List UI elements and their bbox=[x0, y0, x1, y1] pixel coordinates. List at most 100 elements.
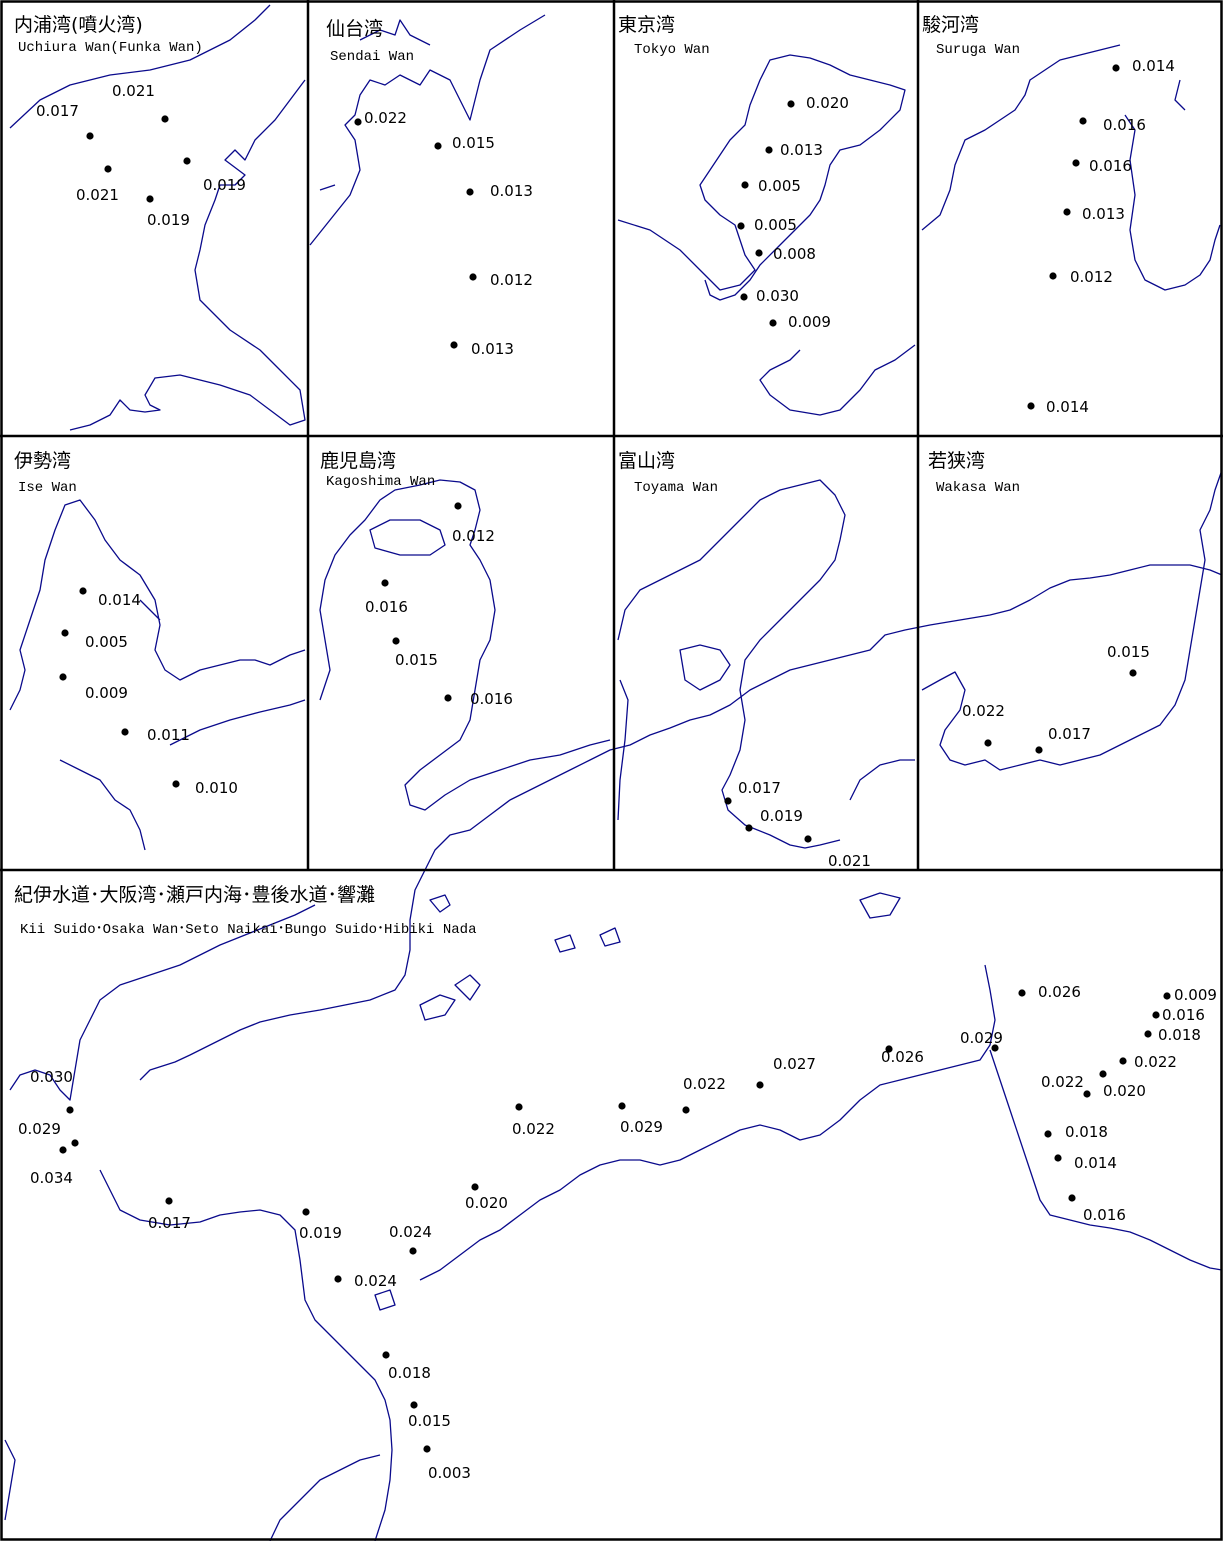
station-dot-seto-14 bbox=[1044, 1130, 1052, 1138]
station-value-seto-15: 0.029 bbox=[18, 1120, 61, 1138]
station-dot-seto-21 bbox=[409, 1247, 417, 1255]
station-value-uchiura-2: 0.019 bbox=[203, 176, 246, 194]
station-value-wakasa-2: 0.017 bbox=[1048, 725, 1091, 743]
station-value-suruga-3: 0.013 bbox=[1082, 205, 1125, 223]
station-value-seto-11: 0.022 bbox=[512, 1120, 555, 1138]
coast-seto-islands bbox=[374, 892, 901, 1311]
station-value-ise-4: 0.010 bbox=[195, 779, 238, 797]
station-dot-seto-22 bbox=[1068, 1194, 1076, 1202]
station-value-kagoshima-0: 0.012 bbox=[452, 527, 495, 545]
station-value-seto-7: 0.022 bbox=[1041, 1073, 1084, 1091]
station-value-uchiura-0: 0.021 bbox=[112, 82, 155, 100]
panel-title-uchiura-jp: 内浦湾(噴火湾) bbox=[14, 14, 143, 36]
station-dot-tokyo-0 bbox=[787, 100, 795, 108]
coast-seto-bungo bbox=[4, 904, 381, 1541]
station-dot-suruga-0 bbox=[1112, 64, 1120, 72]
station-value-uchiura-3: 0.021 bbox=[76, 186, 119, 204]
station-dot-seto-26 bbox=[423, 1445, 431, 1453]
station-value-seto-26: 0.003 bbox=[428, 1464, 471, 1482]
station-dot-tokyo-2 bbox=[741, 181, 749, 189]
station-value-toyama-0: 0.017 bbox=[738, 779, 781, 797]
station-value-seto-17: 0.034 bbox=[30, 1169, 73, 1187]
station-value-seto-20: 0.019 bbox=[299, 1224, 342, 1242]
station-value-seto-5: 0.026 bbox=[881, 1048, 924, 1066]
station-value-toyama-2: 0.021 bbox=[828, 852, 871, 870]
station-dot-ise-4 bbox=[172, 780, 180, 788]
station-value-seto-22: 0.016 bbox=[1083, 1206, 1126, 1224]
station-value-sendai-0: 0.022 bbox=[364, 109, 407, 127]
station-dot-seto-2 bbox=[1152, 1011, 1160, 1019]
panel-title-sendai-en: Sendai Wan bbox=[330, 49, 415, 65]
station-dot-seto-17 bbox=[71, 1139, 79, 1147]
station-dot-wakasa-0 bbox=[1129, 669, 1137, 677]
station-value-tokyo-1: 0.013 bbox=[780, 141, 823, 159]
station-value-wakasa-1: 0.022 bbox=[962, 702, 1005, 720]
station-dot-seto-16 bbox=[1054, 1154, 1062, 1162]
station-value-seto-3: 0.029 bbox=[960, 1029, 1003, 1047]
station-dot-suruga-1 bbox=[1079, 117, 1087, 125]
station-dot-seto-11 bbox=[515, 1103, 523, 1111]
station-dot-suruga-5 bbox=[1027, 402, 1035, 410]
station-value-seto-24: 0.018 bbox=[388, 1364, 431, 1382]
station-dot-ise-3 bbox=[121, 728, 129, 736]
station-dot-seto-23 bbox=[334, 1275, 342, 1283]
station-value-sendai-2: 0.013 bbox=[490, 182, 533, 200]
station-value-seto-13: 0.030 bbox=[30, 1068, 73, 1086]
station-dot-sendai-2 bbox=[466, 188, 474, 196]
coast-uchiura bbox=[9, 4, 306, 431]
station-value-tokyo-3: 0.005 bbox=[754, 216, 797, 234]
station-value-tokyo-0: 0.020 bbox=[806, 94, 849, 112]
station-value-ise-0: 0.014 bbox=[98, 591, 141, 609]
station-value-toyama-1: 0.019 bbox=[760, 807, 803, 825]
station-dot-seto-4 bbox=[1144, 1030, 1152, 1038]
station-dot-seto-25 bbox=[410, 1401, 418, 1409]
station-value-suruga-0: 0.014 bbox=[1132, 57, 1175, 75]
panel-title-kagoshima-en: Kagoshima Wan bbox=[326, 474, 436, 490]
station-value-kagoshima-3: 0.016 bbox=[470, 690, 513, 708]
station-dot-toyama-2 bbox=[804, 835, 812, 843]
station-value-suruga-4: 0.012 bbox=[1070, 268, 1113, 286]
panel-title-toyama-jp: 富山湾 bbox=[618, 450, 676, 472]
station-value-suruga-1: 0.016 bbox=[1103, 116, 1146, 134]
panel-title-uchiura-en: Uchiura Wan(Funka Wan) bbox=[18, 40, 203, 56]
station-dot-seto-10 bbox=[682, 1106, 690, 1114]
station-value-seto-10: 0.022 bbox=[683, 1075, 726, 1093]
station-dot-suruga-2 bbox=[1072, 159, 1080, 167]
station-dot-toyama-1 bbox=[745, 824, 753, 832]
station-dot-uchiura-3 bbox=[104, 165, 112, 173]
station-dot-tokyo-4 bbox=[755, 249, 763, 257]
station-dot-kagoshima-1 bbox=[381, 579, 389, 587]
panel-title-toyama-en: Toyama Wan bbox=[634, 480, 719, 496]
measurement-points: 0.0210.0170.0190.0210.0190.0220.0150.013… bbox=[18, 57, 1217, 1482]
station-value-tokyo-2: 0.005 bbox=[758, 177, 801, 195]
station-value-seto-18: 0.020 bbox=[465, 1194, 508, 1212]
station-dot-seto-5 bbox=[885, 1045, 893, 1053]
station-value-ise-2: 0.009 bbox=[85, 684, 128, 702]
station-dot-suruga-4 bbox=[1049, 272, 1057, 280]
station-value-seto-0: 0.026 bbox=[1038, 983, 1081, 1001]
panel-title-seto-jp: 紀伊水道･大阪湾･瀬戸内海･豊後水道･響灘 bbox=[14, 884, 376, 906]
station-dot-seto-9 bbox=[1083, 1090, 1091, 1098]
station-dot-wakasa-1 bbox=[984, 739, 992, 747]
station-value-tokyo-6: 0.009 bbox=[788, 313, 831, 331]
station-value-seto-6: 0.022 bbox=[1134, 1053, 1177, 1071]
station-value-seto-19: 0.017 bbox=[148, 1214, 191, 1232]
coast-toyama bbox=[617, 479, 915, 849]
station-dot-sendai-1 bbox=[434, 142, 442, 150]
station-dot-ise-0 bbox=[79, 587, 87, 595]
station-dot-tokyo-3 bbox=[737, 222, 745, 230]
panel-title-sendai-jp: 仙台湾 bbox=[326, 18, 384, 40]
station-value-tokyo-5: 0.030 bbox=[756, 287, 799, 305]
station-value-seto-12: 0.029 bbox=[620, 1118, 663, 1136]
coast-sendai bbox=[309, 14, 546, 246]
panel-title-seto-en: Kii Suido･Osaka Wan･Seto Naikai･Bungo Su… bbox=[20, 922, 477, 938]
station-dot-seto-12 bbox=[618, 1102, 626, 1110]
station-dot-seto-13 bbox=[66, 1106, 74, 1114]
coast-seto-kii bbox=[989, 1049, 1223, 1271]
station-value-seto-4: 0.018 bbox=[1158, 1026, 1201, 1044]
station-dot-ise-2 bbox=[59, 673, 67, 681]
station-dot-kagoshima-3 bbox=[444, 694, 452, 702]
station-dot-sendai-4 bbox=[450, 341, 458, 349]
coast-wakasa bbox=[921, 469, 1223, 771]
